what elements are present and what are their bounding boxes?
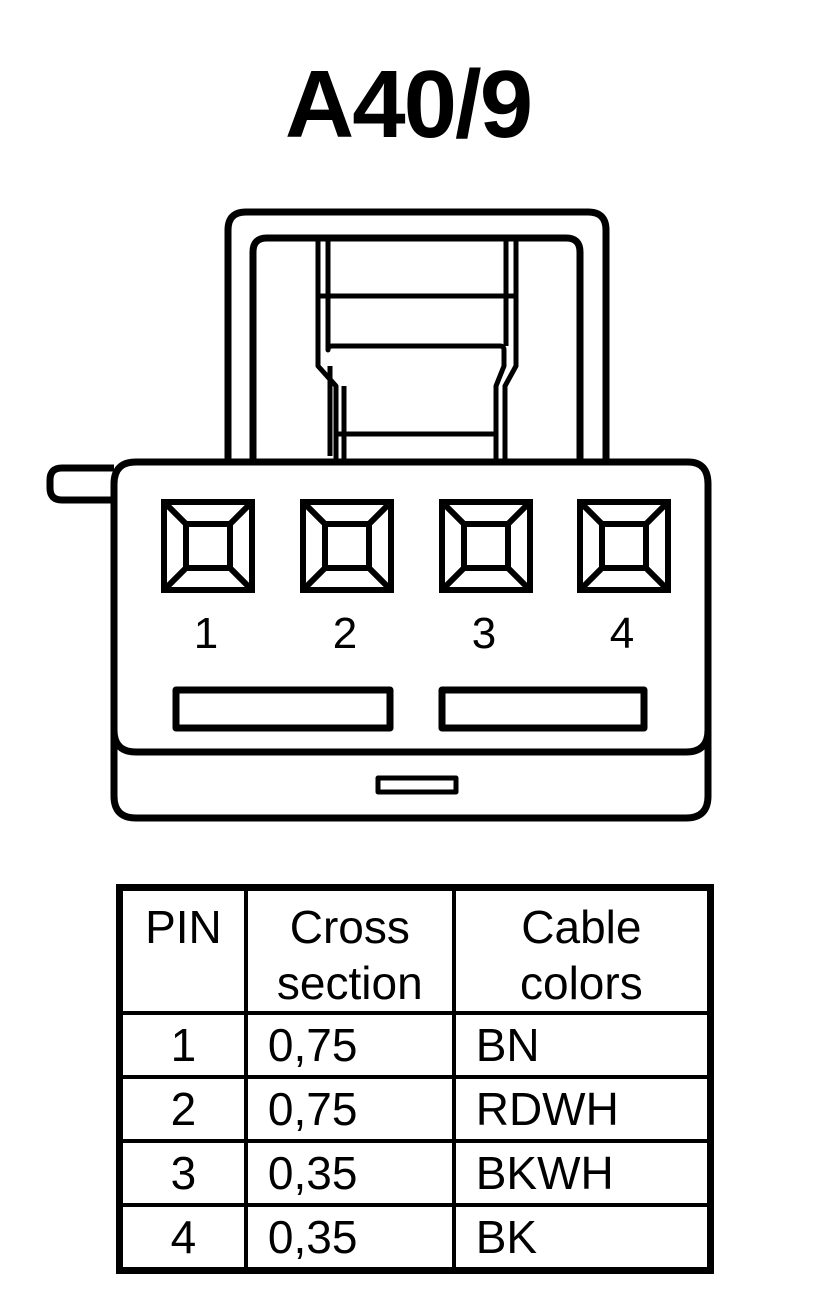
pin-cell: 2	[117, 1075, 248, 1143]
pin-number-label: 3	[472, 609, 496, 658]
coding-slot-right	[438, 686, 648, 732]
pin-number-label: 4	[610, 609, 634, 658]
table-row: 2 0,75 RDWH	[117, 1075, 713, 1143]
pin-cell: 4	[117, 1203, 248, 1273]
latch-inner	[249, 234, 584, 462]
cable-color-cell: RDWH	[451, 1075, 713, 1143]
connector-title: A40/9	[284, 51, 533, 158]
table-header-row: PIN Cross section Cable colors	[117, 885, 713, 1015]
cable-color-cell: BK	[451, 1203, 713, 1273]
cross-section-cell: 0,75	[243, 1011, 456, 1079]
latch-tongue	[315, 238, 519, 462]
cable-color-cell: BKWH	[451, 1139, 713, 1207]
coding-slot-left	[172, 686, 394, 732]
cross-section-cell: 0,35	[243, 1203, 456, 1273]
cable-color-cell: BN	[451, 1011, 713, 1079]
pin-cavity-3	[439, 499, 533, 593]
header-cable-colors: Cable colors	[451, 885, 713, 1015]
release-slot	[375, 775, 459, 795]
pin-cell: 1	[117, 1011, 248, 1079]
pin-cell: 3	[117, 1139, 248, 1207]
pin-cavity-1	[161, 499, 255, 593]
pin-number-label: 2	[333, 609, 357, 658]
housing-body	[110, 458, 712, 822]
side-tab	[46, 464, 114, 504]
table-row: 4 0,35 BK	[117, 1203, 713, 1273]
pin-cavity-4	[577, 499, 671, 593]
pin-assignment-table: PIN Cross section Cable colors 1 0,75 BN…	[116, 884, 714, 1274]
pin-cavity-2	[300, 499, 394, 593]
connector-drawing: 1 2 3 4	[46, 208, 712, 822]
cross-section-cell: 0,35	[243, 1139, 456, 1207]
header-cross-section: Cross section	[243, 885, 456, 1015]
housing-face	[110, 729, 712, 756]
header-pin: PIN	[117, 885, 248, 1015]
table-row: 3 0,35 BKWH	[117, 1139, 713, 1207]
table-row: 1 0,75 BN	[117, 1011, 713, 1079]
pin-number-label: 1	[194, 609, 218, 658]
latch-outer	[224, 208, 610, 462]
cross-section-cell: 0,75	[243, 1075, 456, 1143]
